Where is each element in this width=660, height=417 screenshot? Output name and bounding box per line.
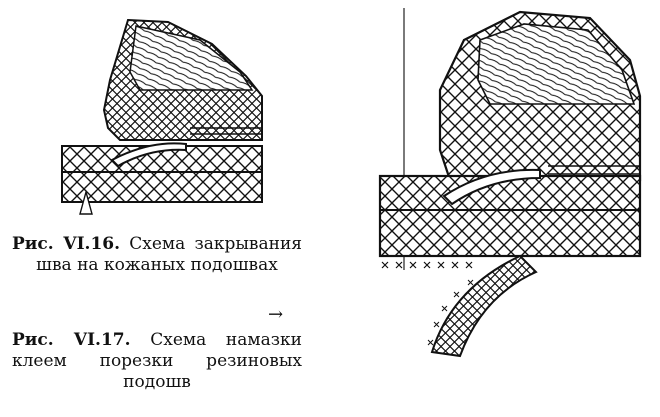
fig17-drawing (378, 8, 642, 358)
fig16-caption: Рис. VI.16. Схема закрывания шва на кожа… (12, 234, 302, 276)
fig16-caption-text: Схема закрывания шва на кожаных подошвах (36, 234, 303, 275)
fig17-caption: Рис. VI.17. Схема намазки клеем порезки … (12, 330, 302, 393)
fig16-label: Рис. VI.16. (12, 234, 121, 254)
fig17-label: Рис. VI.17. (12, 330, 131, 350)
fig17-caption-text: Схема намазки клеем порезки резиновых по… (12, 330, 302, 392)
fig16-drawing (61, 18, 263, 215)
arrow-right-icon: → (268, 304, 284, 325)
